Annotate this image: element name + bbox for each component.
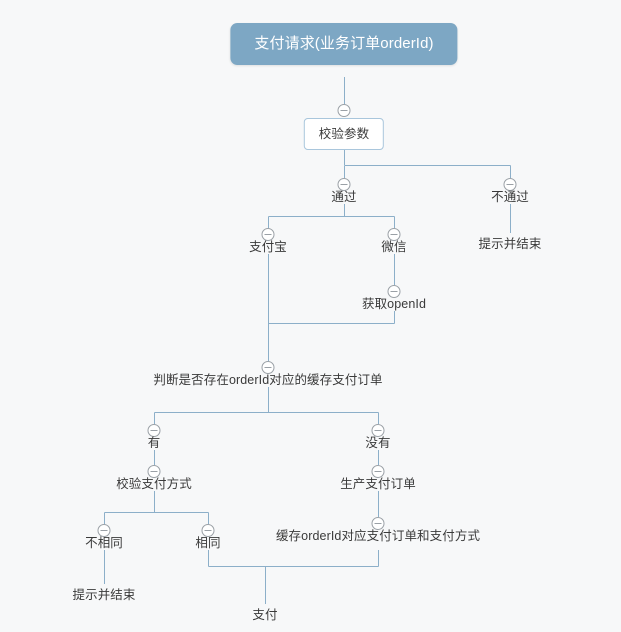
- collapse-toggle-no-cache[interactable]: [371, 424, 385, 437]
- node-create-pay-order[interactable]: 生产支付订单: [340, 476, 416, 492]
- node-not-same-end[interactable]: 提示并结束: [72, 587, 135, 603]
- node-validate-params-label: 校验参数: [318, 127, 370, 141]
- collapse-toggle-fail[interactable]: [503, 178, 517, 191]
- node-wechat-label: 微信: [381, 240, 407, 254]
- node-validate-params[interactable]: 校验参数: [303, 118, 385, 150]
- node-no-cache-label: 没有: [365, 436, 391, 450]
- node-pay-label: 支付: [252, 608, 278, 622]
- collapse-toggle-get-openid[interactable]: [387, 285, 401, 298]
- collapse-toggle-pass[interactable]: [337, 178, 351, 191]
- node-same-label: 相同: [195, 536, 221, 550]
- node-get-openid[interactable]: 获取openId: [362, 296, 426, 312]
- collapse-toggle-validate-pay-method[interactable]: [147, 465, 161, 478]
- collapse-toggle-has-cache[interactable]: [147, 424, 161, 437]
- collapse-toggle-create-pay-order[interactable]: [371, 465, 385, 478]
- node-create-pay-order-label: 生产支付订单: [340, 477, 416, 491]
- node-fail-end[interactable]: 提示并结束: [478, 236, 541, 252]
- node-fail[interactable]: 不通过: [491, 189, 529, 205]
- node-fail-end-label: 提示并结束: [478, 237, 542, 251]
- node-check-cache-order[interactable]: 判断是否存在orderId对应的缓存支付订单: [153, 372, 382, 388]
- node-pass-label: 通过: [331, 190, 357, 204]
- node-alipay[interactable]: 支付宝: [249, 239, 287, 255]
- node-has-cache[interactable]: 有: [148, 435, 161, 451]
- node-validate-pay-method[interactable]: 校验支付方式: [116, 476, 192, 492]
- collapse-toggle-alipay[interactable]: [261, 228, 275, 241]
- collapse-toggle-not-same[interactable]: [97, 524, 111, 537]
- collapse-toggle-wechat[interactable]: [387, 228, 401, 241]
- node-fail-label: 不通过: [491, 190, 529, 204]
- node-alipay-label: 支付宝: [249, 240, 287, 254]
- node-not-same-label: 不相同: [85, 536, 123, 550]
- node-check-cache-order-label: 判断是否存在orderId对应的缓存支付订单: [153, 373, 383, 387]
- collapse-toggle-cache-pay-order[interactable]: [371, 517, 385, 530]
- node-root-payment-request[interactable]: 支付请求(业务订单orderId): [230, 23, 458, 65]
- node-same[interactable]: 相同: [195, 535, 220, 551]
- node-cache-pay-order-label: 缓存orderId对应支付订单和支付方式: [275, 529, 481, 543]
- collapse-toggle-check-cache-order[interactable]: [261, 361, 275, 374]
- node-has-cache-label: 有: [147, 436, 161, 450]
- node-cache-pay-order[interactable]: 缓存orderId对应支付订单和支付方式: [276, 528, 480, 544]
- node-root-label: 支付请求(业务订单orderId): [254, 35, 434, 52]
- node-no-cache[interactable]: 没有: [365, 435, 390, 451]
- node-not-same-end-label: 提示并结束: [72, 588, 136, 602]
- node-pass[interactable]: 通过: [331, 189, 356, 205]
- node-not-same[interactable]: 不相同: [85, 535, 123, 551]
- collapse-toggle-same[interactable]: [201, 524, 215, 537]
- node-wechat[interactable]: 微信: [381, 239, 406, 255]
- collapse-toggle-validate-params[interactable]: [337, 104, 351, 117]
- node-pay[interactable]: 支付: [252, 607, 277, 623]
- node-get-openid-label: 获取openId: [361, 297, 427, 311]
- node-validate-pay-method-label: 校验支付方式: [116, 477, 192, 491]
